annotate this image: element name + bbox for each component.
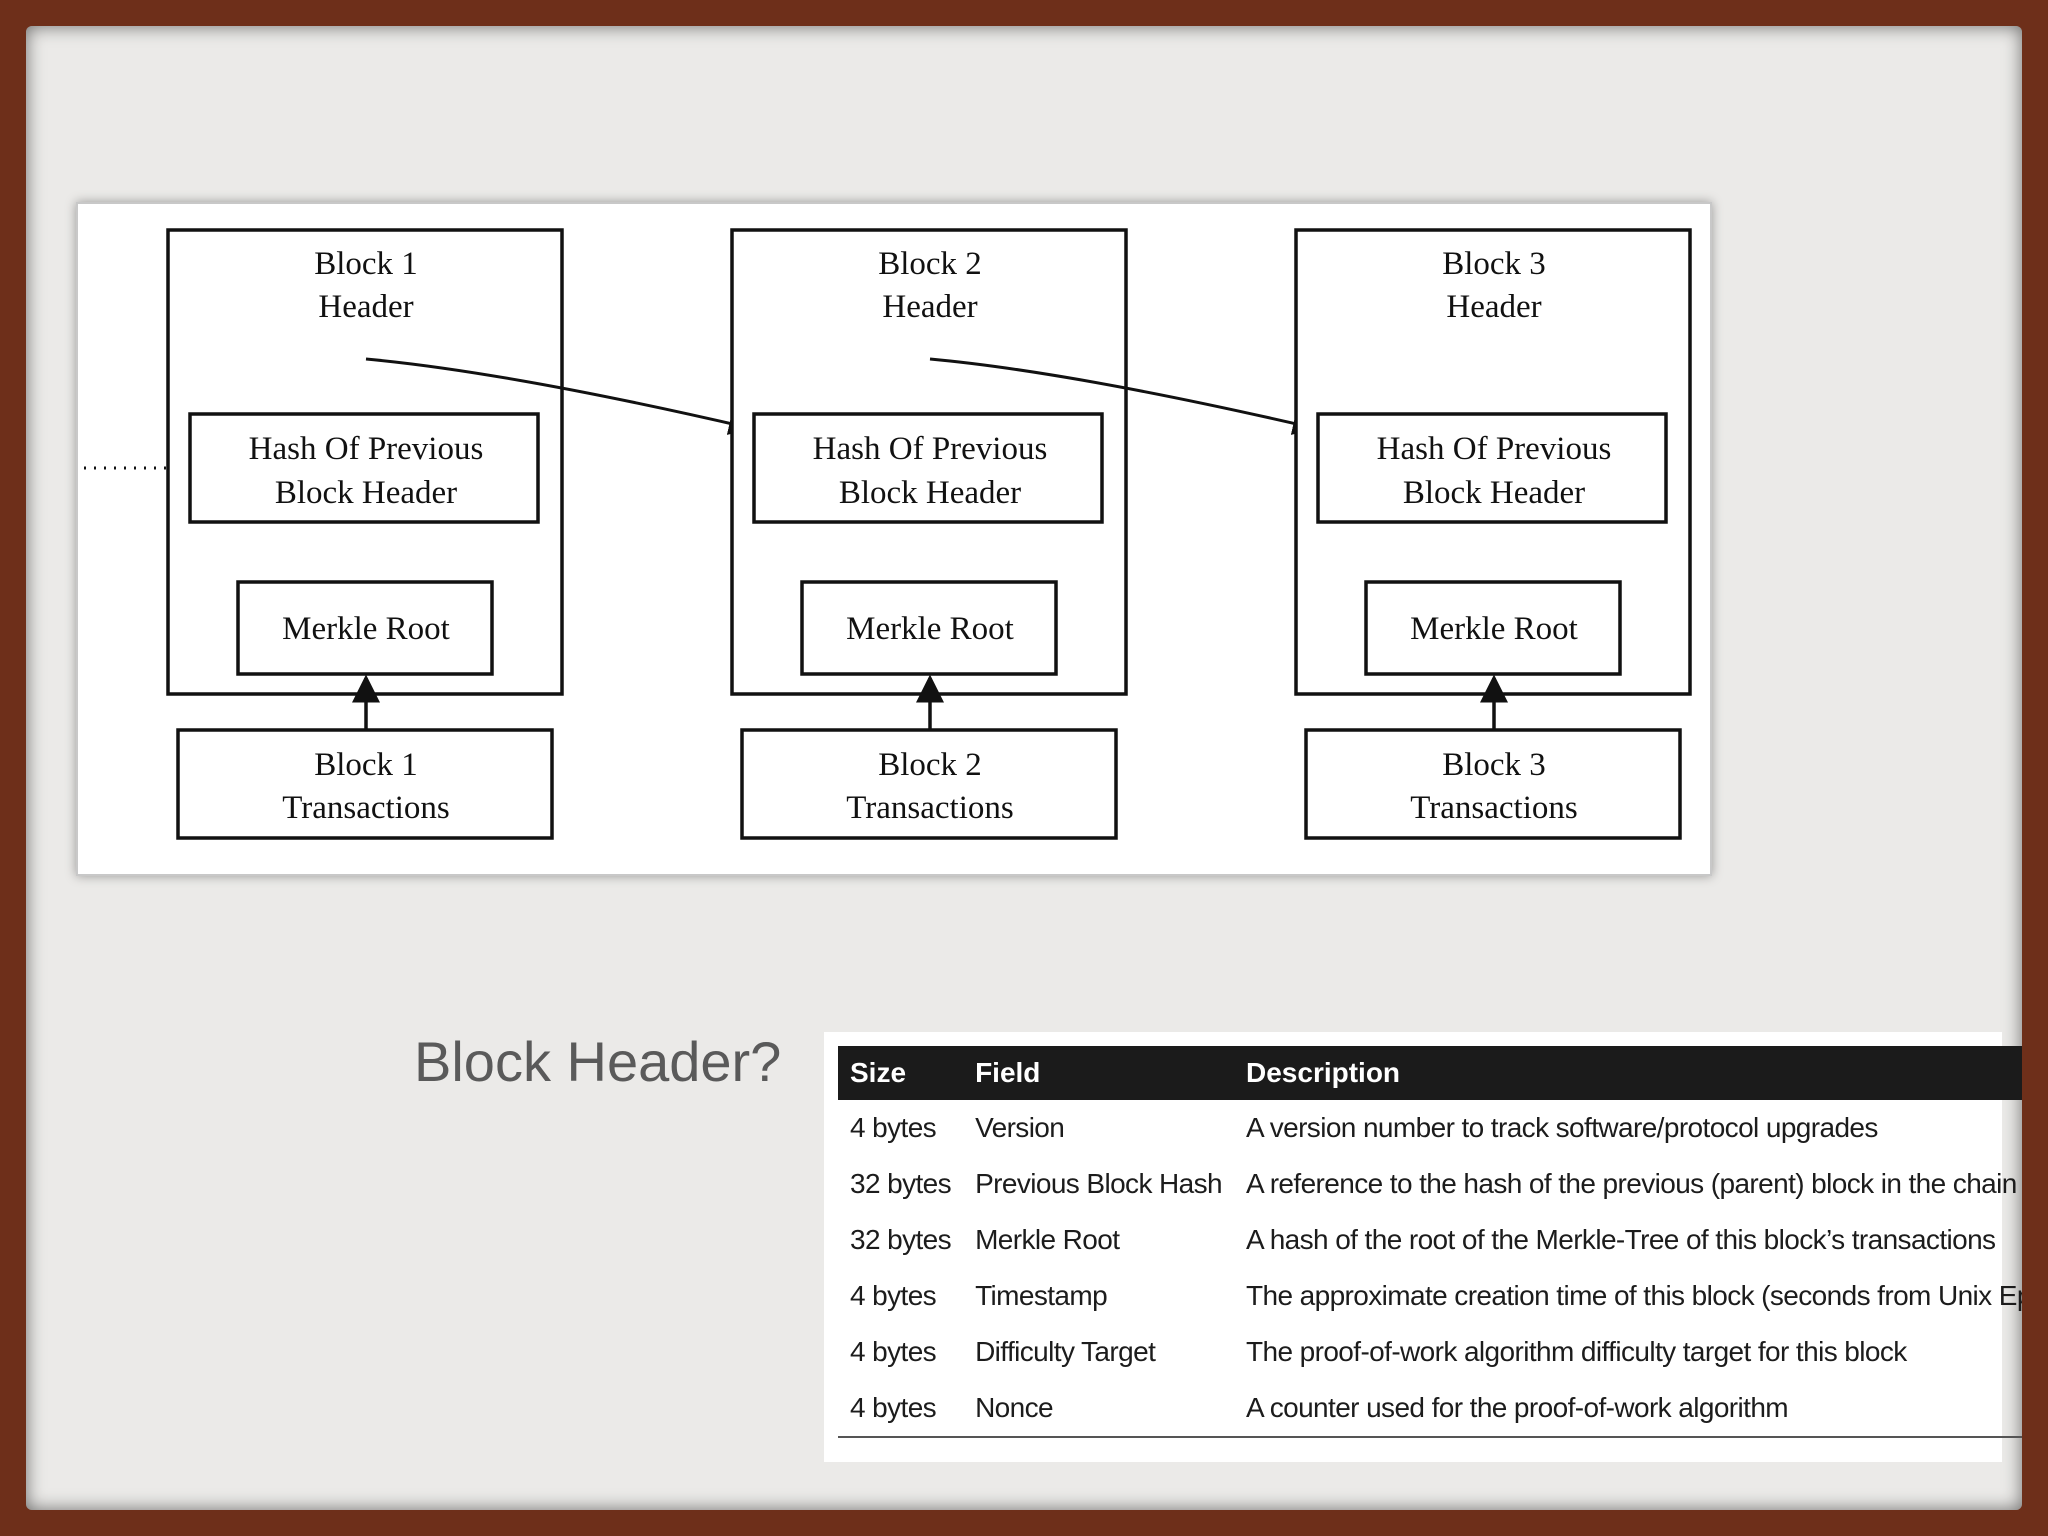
block-header-label: Header xyxy=(882,289,977,325)
transactions-box xyxy=(176,728,554,840)
cell-description: The approximate creation time of this bl… xyxy=(1246,1280,2022,1311)
cell-field: Previous Block Hash xyxy=(975,1168,1223,1199)
block-header-label: Header xyxy=(1446,289,1541,325)
merkle-root-box xyxy=(1364,580,1622,676)
slide-title: Block Header? xyxy=(414,1030,782,1093)
previous-hash-label: Hash Of Previous xyxy=(813,431,1048,467)
cell-field: Nonce xyxy=(963,1380,1234,1438)
previous-hash-box xyxy=(1316,412,1668,524)
previous-hash-label: Block Header xyxy=(839,475,1021,511)
cell-field: Version xyxy=(975,1112,1065,1143)
merkle-root-box xyxy=(236,580,494,676)
block-header-label: Block 3 xyxy=(1442,246,1546,282)
cell-description: A counter used for the proof-of-work alg… xyxy=(1234,1380,2022,1438)
table-row: 4 bytes Timestamp The approximate creation… xyxy=(838,1268,2022,1324)
transactions-label: Block 2 xyxy=(878,747,982,783)
block-header-label: Block 1 xyxy=(314,246,418,282)
table-row: 4 bytes Version A version number to track … xyxy=(838,1100,2022,1156)
column-header-size: Size xyxy=(850,1057,907,1088)
cell-field: Timestamp xyxy=(975,1280,1108,1311)
header-hash-link-arrow xyxy=(365,357,753,435)
previous-hash-label: Hash Of Previous xyxy=(1377,431,1612,467)
transactions-label: Block 3 xyxy=(1442,747,1546,783)
table-row: 32 bytes Merkle Root A hash of the root of… xyxy=(838,1212,2022,1268)
merkle-root-label: Merkle Root xyxy=(846,611,1014,647)
cell-size: 4 bytes xyxy=(850,1336,937,1367)
block-header-table: Size Field Description 4 bytes Version A v… xyxy=(824,1032,2022,1462)
block-header-label: Header xyxy=(318,289,413,325)
header-hash-link-arrow xyxy=(929,357,1317,435)
cell-description: The proof-of-work algorithm difficulty t… xyxy=(1246,1336,1907,1367)
block-header-label: Block 2 xyxy=(878,246,982,282)
transactions-box xyxy=(740,728,1118,840)
column-header-description: Description xyxy=(1246,1057,1401,1088)
previous-hash-label: Block Header xyxy=(275,475,457,511)
transactions-label: Transactions xyxy=(1410,790,1577,826)
previous-hash-box xyxy=(188,412,540,524)
transactions-box xyxy=(1304,728,1682,840)
cell-size: 4 bytes xyxy=(850,1112,937,1143)
cell-description: A reference to the hash of the previous … xyxy=(1246,1168,2017,1199)
previous-hash-box xyxy=(752,412,1104,524)
merkle-root-label: Merkle Root xyxy=(1410,611,1578,647)
merkle-root-box xyxy=(800,580,1058,676)
previous-hash-label: Hash Of Previous xyxy=(249,431,484,467)
cell-description: A hash of the root of the Merkle-Tree of… xyxy=(1246,1224,1996,1255)
cell-description: A version number to track software/proto… xyxy=(1246,1112,1878,1143)
cell-size: 4 bytes xyxy=(850,1280,937,1311)
transactions-label: Transactions xyxy=(846,790,1013,826)
table-row: 4 bytes Difficulty Target The proof-of-wor… xyxy=(838,1324,2022,1380)
cell-size: 32 bytes xyxy=(850,1224,952,1255)
merkle-root-label: Merkle Root xyxy=(282,611,450,647)
previous-hash-label: Block Header xyxy=(1403,475,1585,511)
cell-size: 4 bytes xyxy=(838,1380,964,1438)
cell-field: Difficulty Target xyxy=(975,1336,1156,1367)
transactions-label: Transactions xyxy=(282,790,449,826)
cell-field: Merkle Root xyxy=(975,1224,1120,1255)
block-header-fields-table: Size Field Description 4 bytes Version A v… xyxy=(838,1046,2022,1438)
transactions-label: Block 1 xyxy=(314,747,418,783)
cell-size: 32 bytes xyxy=(850,1168,952,1199)
table-row: 32 bytes Previous Block Hash A reference t… xyxy=(838,1156,2022,1212)
column-header-field: Field xyxy=(975,1057,1041,1088)
table-header-row: Size Field Description xyxy=(838,1046,2022,1100)
table-body: 4 bytes Version A version number to track … xyxy=(838,1100,2022,1438)
